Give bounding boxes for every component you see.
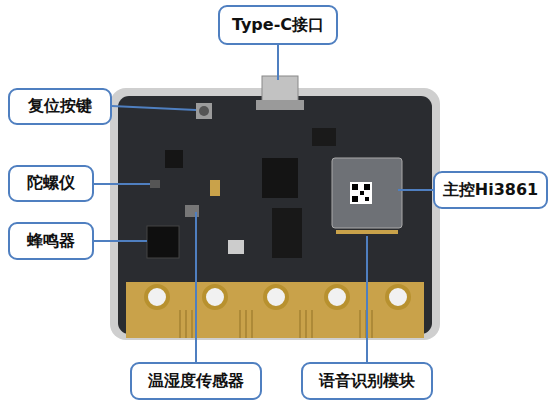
- gyroscope-chip: [150, 180, 160, 188]
- buzzer: [147, 226, 179, 258]
- callout-label: 复位按键: [22, 96, 98, 117]
- module-pins: [336, 230, 398, 234]
- callout-box: 蜂鸣器: [8, 222, 94, 260]
- leader-lines: [94, 45, 433, 362]
- callout-label: 温湿度传感器: [142, 371, 250, 392]
- inductor: [165, 150, 183, 168]
- smd-part: [210, 180, 220, 196]
- gold-edge: [126, 282, 424, 338]
- usb-c-shell: [256, 100, 304, 110]
- callout-label: 语音识别模块: [313, 371, 421, 392]
- qr-code: [350, 182, 372, 204]
- callout-box: 复位按键: [8, 88, 112, 125]
- board-edge: [110, 88, 440, 340]
- callout-box: 陀螺仪: [8, 165, 94, 202]
- callout-label: 陀螺仪: [21, 173, 81, 194]
- callout-label: 蜂鸣器: [21, 231, 81, 252]
- reset-cap: [199, 106, 209, 116]
- qr-pattern: [352, 184, 370, 202]
- edge-fingers: [180, 310, 372, 338]
- callout-box: 语音识别模块: [301, 362, 433, 400]
- callout-box: Type-C接口: [218, 5, 338, 45]
- callout-box: 主控Hi3861: [433, 171, 548, 209]
- reset-button: [196, 103, 212, 119]
- crystal: [228, 240, 244, 254]
- hi3861-module: [332, 158, 402, 228]
- chip: [262, 158, 298, 198]
- voice-chip: [272, 208, 302, 258]
- callout-label: Type-C接口: [226, 15, 330, 36]
- chip: [312, 128, 336, 146]
- callout-label: 主控Hi3861: [437, 180, 544, 201]
- callout-box: 温湿度传感器: [130, 362, 262, 400]
- pin-holes: [146, 286, 409, 308]
